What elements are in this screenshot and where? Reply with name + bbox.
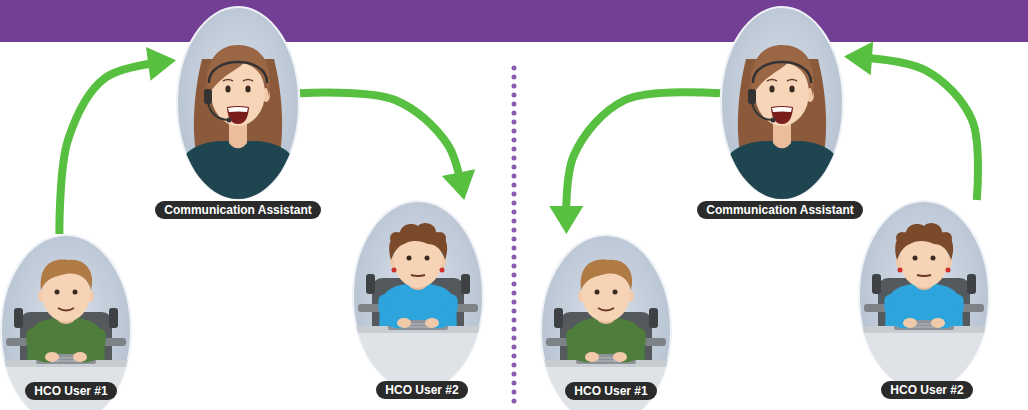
header-band (0, 0, 1028, 42)
arrow-line (844, 56, 978, 200)
arrow-head (442, 169, 475, 200)
panel-divider (512, 68, 517, 410)
node-ellipse (352, 200, 484, 392)
node-ellipse-outline (177, 7, 299, 199)
arrow-head (549, 206, 583, 234)
node-ellipse (720, 6, 844, 200)
person-node: HCO User #1 (540, 234, 672, 410)
person-node: Communication Assistant (176, 6, 300, 200)
node-ellipse-outline (353, 201, 483, 391)
node-ellipse-outline (721, 7, 843, 199)
person-node: HCO User #2 (352, 200, 484, 392)
node-ellipse (858, 200, 990, 392)
arrow-head (844, 41, 873, 75)
node-ellipse-outline (541, 235, 671, 410)
name-tag: Communication Assistant (697, 201, 863, 219)
arrow-line (300, 93, 464, 200)
person-node: HCO User #1 (0, 234, 132, 410)
name-tag: HCO User #2 (881, 381, 972, 399)
curved-arrow (549, 92, 720, 234)
node-ellipse-outline (1, 235, 131, 410)
curved-arrow (844, 41, 978, 200)
person-node: HCO User #2 (858, 200, 990, 392)
person-node: Communication Assistant (720, 6, 844, 200)
name-tag: HCO User #1 (565, 382, 656, 400)
curved-arrow (300, 93, 475, 200)
node-ellipse-outline (859, 201, 989, 391)
name-tag: HCO User #2 (376, 381, 467, 399)
node-ellipse (176, 6, 300, 200)
name-tag: HCO User #1 (25, 382, 116, 400)
arrow-head (146, 47, 176, 81)
name-tag: Communication Assistant (155, 201, 321, 219)
